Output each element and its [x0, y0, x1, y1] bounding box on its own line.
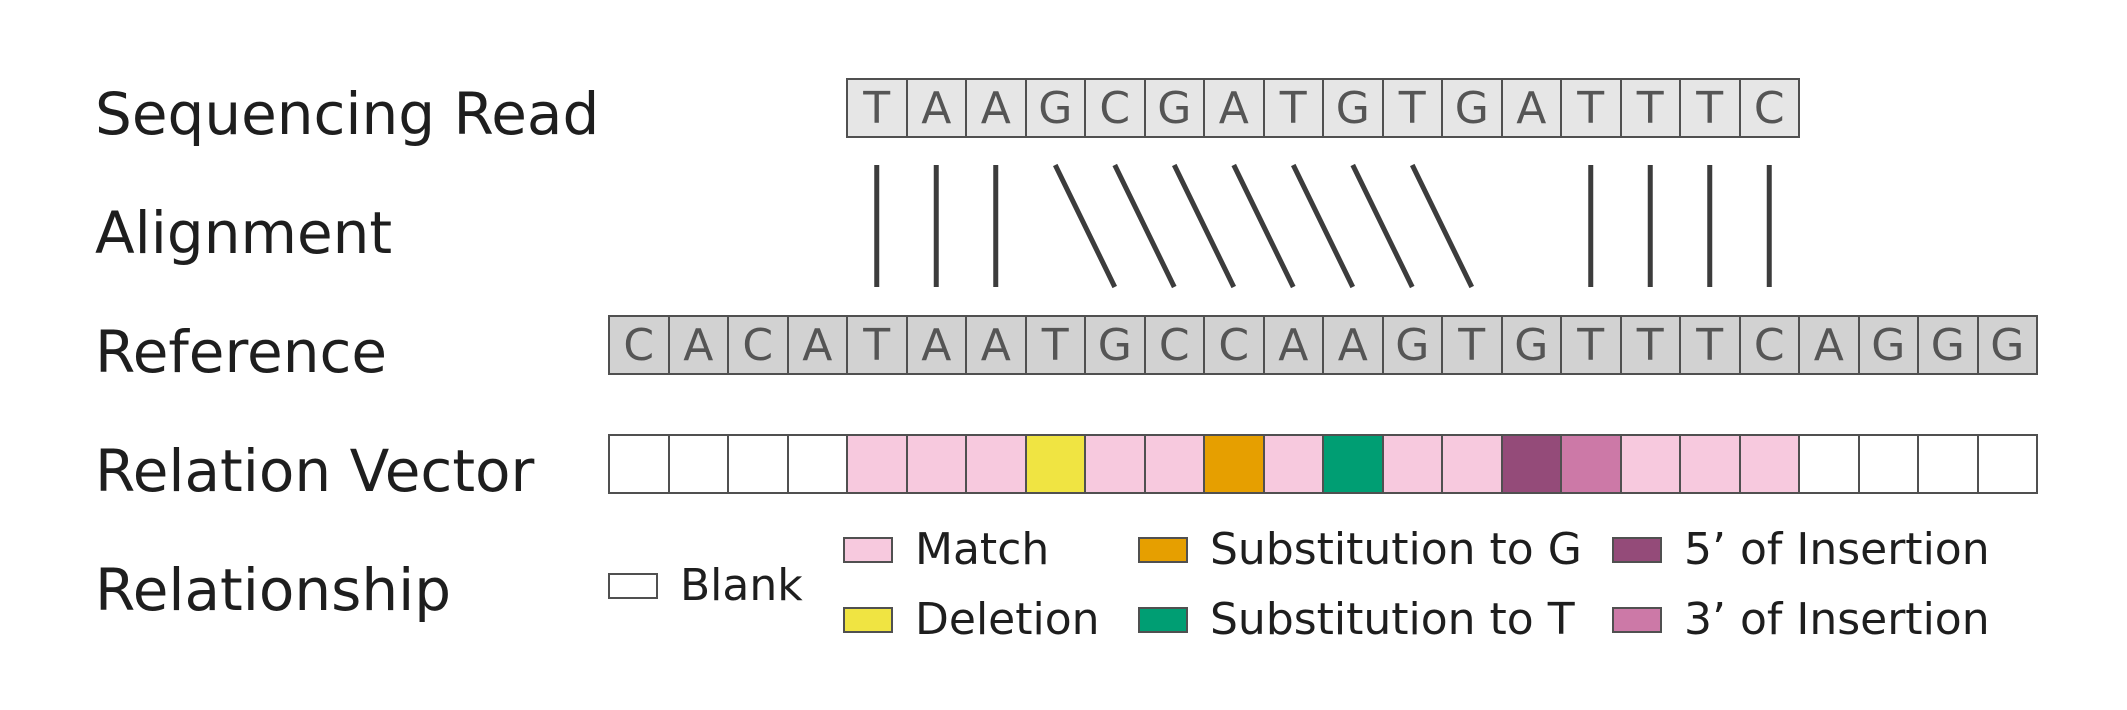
read-base: T [1619, 78, 1681, 138]
reference-base: G [1500, 315, 1562, 375]
relation-cell-sub_g [1203, 434, 1265, 494]
relation-cell-match [1441, 434, 1503, 494]
reference-base: C [1738, 315, 1800, 375]
read-base: G [1024, 78, 1086, 138]
relation-cell-match [905, 434, 967, 494]
legend-swatch-sub_t [1138, 607, 1188, 633]
reference-base: C [1203, 315, 1265, 375]
alignment-line [1172, 163, 1236, 289]
reference-base: A [786, 315, 848, 375]
read-base: A [905, 78, 967, 138]
label-reference: Reference [95, 318, 388, 386]
read-base: T [1262, 78, 1324, 138]
legend-label-ins3: 3’ of Insertion [1684, 594, 1990, 645]
read-base: T [1560, 78, 1622, 138]
reference-base: T [1441, 315, 1503, 375]
reference-base: G [1917, 315, 1979, 375]
read-base: G [1143, 78, 1205, 138]
relation-cell-match [1143, 434, 1205, 494]
relation-cell-blank [1917, 434, 1979, 494]
reference-base: C [1143, 315, 1205, 375]
relation-cell-blank [1857, 434, 1919, 494]
relation-cell-match [1084, 434, 1146, 494]
relation-cell-blank [1976, 434, 2038, 494]
reference-base: A [965, 315, 1027, 375]
legend-label-deletion: Deletion [915, 594, 1100, 645]
reference-base: C [608, 315, 670, 375]
read-base: T [1381, 78, 1443, 138]
label-alignment: Alignment [95, 199, 393, 267]
alignment-line [1350, 163, 1415, 289]
relation-cell-match [1679, 434, 1741, 494]
relation-cell-blank [786, 434, 848, 494]
reference-base: T [846, 315, 908, 375]
alignment-line [1053, 163, 1117, 289]
reference-base: A [905, 315, 967, 375]
relation-cell-blank [667, 434, 729, 494]
legend-label-match: Match [915, 524, 1050, 575]
relation-cell-sub_t [1322, 434, 1384, 494]
reference-base: A [1322, 315, 1384, 375]
legend-label-blank: Blank [680, 560, 803, 611]
reference-base: A [1262, 315, 1324, 375]
legend-swatch-deletion [843, 607, 893, 633]
reference-base: G [1857, 315, 1919, 375]
relation-cell-ins5 [1500, 434, 1562, 494]
legend-label-ins5: 5’ of Insertion [1684, 524, 1990, 575]
relation-cell-match [846, 434, 908, 494]
read-base: T [846, 78, 908, 138]
legend-swatch-ins3 [1612, 607, 1662, 633]
relation-cell-match [1262, 434, 1324, 494]
reference-base: G [1976, 315, 2038, 375]
alignment-line [1112, 163, 1177, 289]
relation-cell-blank [608, 434, 670, 494]
legend-swatch-ins5 [1612, 537, 1662, 563]
legend-swatch-blank [608, 573, 658, 599]
alignment-line [1231, 163, 1296, 289]
read-base: A [1203, 78, 1265, 138]
reference-base: G [1084, 315, 1146, 375]
label-sequencing-read: Sequencing Read [95, 80, 600, 148]
read-base: T [1679, 78, 1741, 138]
reference-base: C [727, 315, 789, 375]
reference-base: T [1679, 315, 1741, 375]
reference-base: T [1024, 315, 1086, 375]
read-base: C [1084, 78, 1146, 138]
reference-base: T [1619, 315, 1681, 375]
relation-cell-match [1381, 434, 1443, 494]
reference-base: A [667, 315, 729, 375]
reference-base: T [1560, 315, 1622, 375]
legend-label-sub_g: Substitution to G [1210, 524, 1582, 575]
relation-cell-deletion [1024, 434, 1086, 494]
read-base: A [965, 78, 1027, 138]
legend-swatch-sub_g [1138, 537, 1188, 563]
alignment-line [1291, 163, 1355, 289]
relation-cell-blank [727, 434, 789, 494]
relation-cell-match [1619, 434, 1681, 494]
relation-cell-match [1738, 434, 1800, 494]
reference-base: A [1798, 315, 1860, 375]
read-base: C [1738, 78, 1800, 138]
relation-cell-blank [1798, 434, 1860, 494]
legend-label-sub_t: Substitution to T [1210, 594, 1575, 645]
relation-cell-ins3 [1560, 434, 1622, 494]
legend-swatch-match [843, 537, 893, 563]
reference-base: G [1381, 315, 1443, 375]
label-relation-vector: Relation Vector [95, 437, 535, 505]
relation-cell-match [965, 434, 1027, 494]
alignment-line [1410, 163, 1474, 289]
read-base: A [1500, 78, 1562, 138]
label-relationship: Relationship [95, 556, 452, 624]
